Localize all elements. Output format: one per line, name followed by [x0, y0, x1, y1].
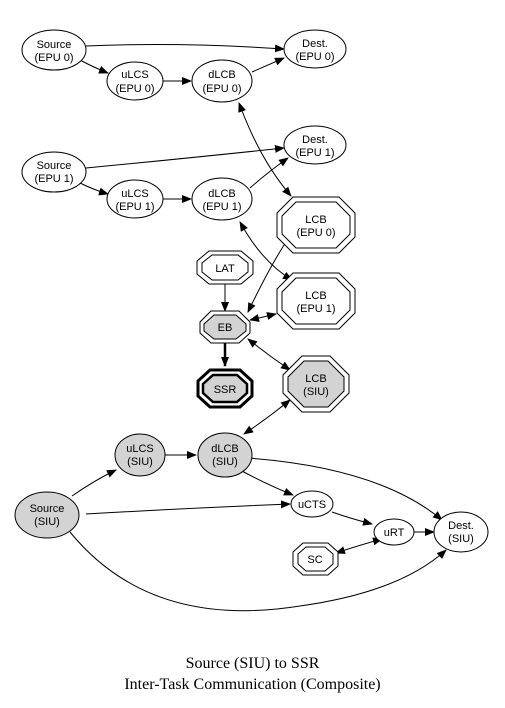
- node-sublabel: (EPU 0): [115, 83, 154, 95]
- node-sublabel: (SIU): [127, 456, 153, 468]
- node-label: Dest.: [302, 38, 328, 50]
- node-lcb-siu: LCB (SIU): [282, 355, 350, 413]
- node-label: LCB: [305, 214, 326, 226]
- edge-source-siu-to-ulcs-siu: [71, 469, 117, 497]
- node-sublabel: (SIU): [303, 386, 329, 398]
- node-lcb-epu1: LCB (EPU 1): [276, 272, 356, 330]
- edge-dlcb-siu-to-ucts: [239, 469, 294, 496]
- node-sublabel: (EPU 0): [34, 52, 73, 64]
- node-label: Source: [37, 160, 72, 172]
- node-label: Source: [30, 503, 65, 515]
- edge-dlcb-siu-lcb-siu: [243, 399, 291, 435]
- caption-title: Source (SIU) to SSR: [185, 655, 320, 672]
- edge-eb-lcb-siu: [247, 338, 291, 371]
- edge-dlcb-epu0-lcb-epu0: [238, 102, 292, 197]
- node-label: uLCS: [121, 69, 149, 81]
- node-sublabel: (SIU): [34, 516, 60, 528]
- node-label: dLCB: [208, 69, 236, 81]
- node-label: dLCB: [208, 188, 236, 200]
- node-eb: EB: [199, 310, 251, 344]
- node-dest-siu: Dest. (SIU): [433, 511, 489, 553]
- node-ssr: SSR: [196, 368, 254, 409]
- node-sublabel: (SIU): [448, 533, 474, 545]
- edge-source-siu-to-dest-siu: [69, 531, 447, 612]
- node-dest-epu1: Dest. (EPU 1): [283, 125, 347, 165]
- edge-dlcb-epu0-to-dest-epu0: [251, 57, 285, 73]
- node-ulcs-siu: uLCS (SIU): [114, 433, 166, 477]
- edge-dlcb-siu-to-dest-siu: [247, 457, 443, 521]
- node-sublabel: (EPU 0): [296, 227, 335, 239]
- node-label: dLCB: [211, 443, 239, 455]
- node-source-epu0: Source (EPU 0): [21, 29, 87, 71]
- node-label: Source: [37, 39, 72, 51]
- caption-subtitle: Inter-Task Communication (Composite): [124, 676, 381, 693]
- node-label: Dest.: [302, 134, 328, 146]
- node-label: uRT: [384, 527, 405, 539]
- edge-sc-urt: [335, 537, 383, 554]
- edge-source-epu0-to-dest-epu0: [85, 44, 285, 53]
- node-dlcb-siu: dLCB (SIU): [197, 432, 253, 478]
- node-sublabel: (EPU 0): [295, 51, 334, 63]
- node-sublabel: (EPU 1): [295, 147, 334, 159]
- edge-source-epu0-to-ulcs-epu0: [79, 59, 109, 74]
- node-label: Dest.: [448, 520, 474, 532]
- communication-graph: Source (EPU 0) Dest. (EPU 0) uLCS (EPU 0…: [14, 29, 489, 612]
- node-sublabel: (EPU 1): [34, 173, 73, 185]
- node-lcb-epu0: LCB (EPU 0): [276, 196, 356, 254]
- node-ulcs-epu1: uLCS (EPU 1): [106, 179, 164, 219]
- node-dlcb-epu0: dLCB (EPU 0): [191, 59, 253, 103]
- node-label: uCTS: [298, 499, 326, 511]
- node-label: uLCS: [121, 188, 149, 200]
- node-label: LAT: [215, 263, 235, 275]
- node-sublabel: (EPU 1): [296, 303, 335, 315]
- edge-source-siu-to-ucts: [85, 500, 291, 515]
- node-ucts: uCTS: [290, 490, 334, 518]
- node-sc: SC: [292, 542, 339, 576]
- node-label: EB: [218, 322, 233, 334]
- node-urt: uRT: [373, 518, 415, 546]
- node-lat: LAT: [196, 250, 254, 285]
- node-dest-epu0: Dest. (EPU 0): [283, 29, 347, 69]
- node-label: uLCS: [126, 443, 154, 455]
- node-label: SC: [307, 554, 322, 566]
- node-ulcs-epu0: uLCS (EPU 0): [106, 61, 164, 101]
- node-sublabel: (EPU 1): [115, 201, 154, 213]
- node-label: LCB: [305, 373, 326, 385]
- node-source-epu1: Source (EPU 1): [21, 151, 87, 193]
- node-label: SSR: [214, 384, 237, 396]
- edge-dlcb-epu1-to-dest-epu1: [249, 157, 289, 189]
- node-sublabel: (SIU): [212, 456, 238, 468]
- node-source-siu: Source (SIU): [14, 491, 80, 539]
- node-sublabel: (EPU 0): [202, 83, 241, 95]
- node-sublabel: (EPU 1): [202, 201, 241, 213]
- node-label: LCB: [305, 290, 326, 302]
- edge-ucts-to-urt: [331, 511, 373, 526]
- edge-source-epu1-to-ulcs-epu1: [77, 181, 109, 196]
- edge-source-epu1-to-dest-epu1: [85, 144, 285, 169]
- edge-eb-lcb-epu1: [249, 312, 277, 322]
- node-dlcb-epu1: dLCB (EPU 1): [191, 177, 253, 221]
